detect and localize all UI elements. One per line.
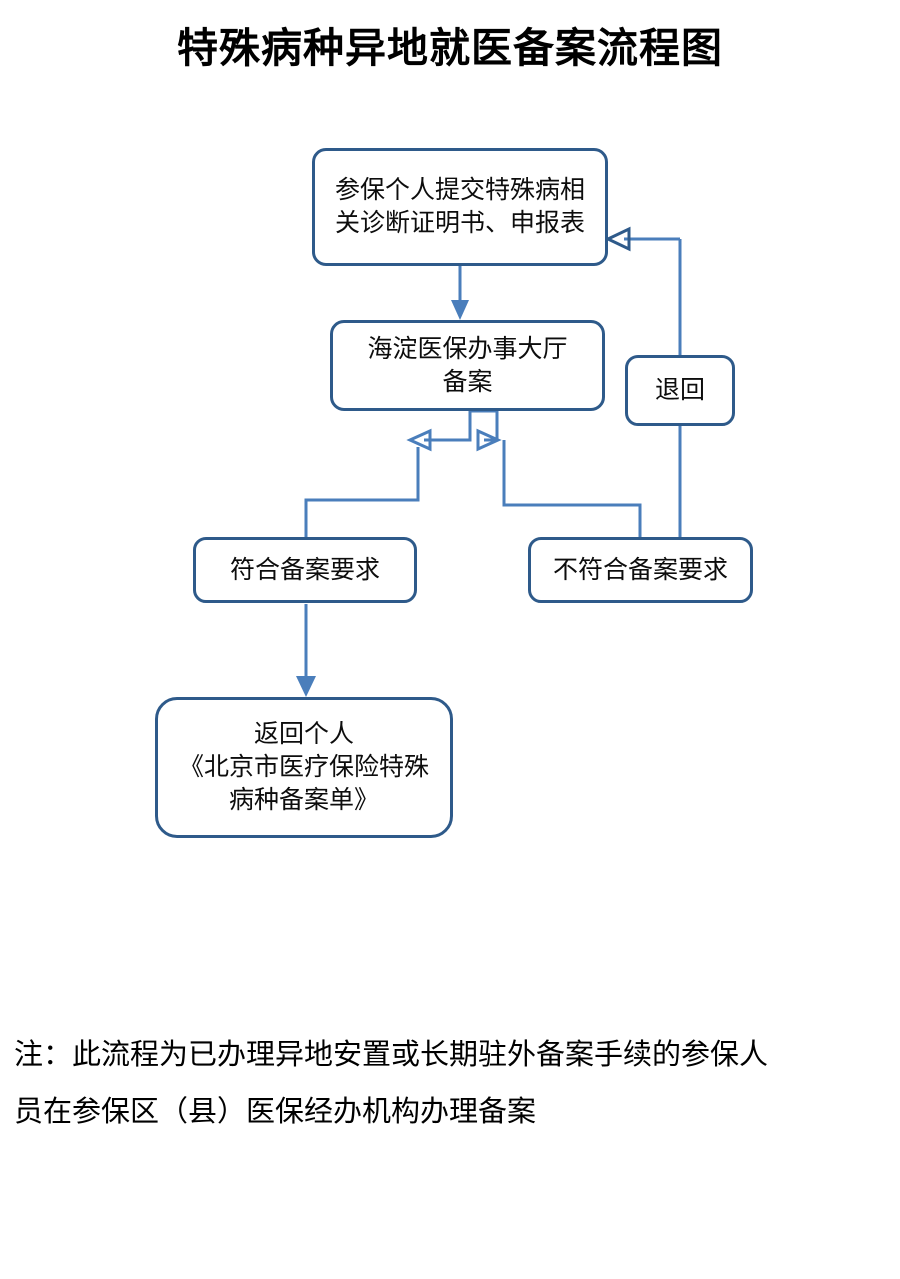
- edge-office-to-unqualify: [470, 409, 642, 537]
- node-office-line-1: 海淀医保办事大厅: [367, 335, 568, 363]
- node-haidian-office-filing[interactable]: 海淀医保办事大厅 备案: [330, 320, 605, 411]
- node-result-line-3: 病种备案单》: [228, 787, 379, 814]
- node-return-filing-form[interactable]: 返回个人 《北京市医疗保险特殊 病种备案单》: [155, 697, 453, 838]
- footnote-line-2: 员在参保区（县）医保经办机构办理备案: [14, 1095, 537, 1128]
- node-meets-requirements[interactable]: 符合备案要求: [193, 537, 417, 603]
- node-meets-requirements-label: 符合备案要求: [229, 556, 380, 584]
- edge-office-to-qualify: [304, 411, 472, 537]
- edge-submit-to-office: [451, 266, 469, 320]
- footnote: 注：此流程为已办理异地安置或长期驻外备案手续的参保人 员在参保区（县）医保经办机…: [14, 1027, 894, 1140]
- footnote-line-1: 注：此流程为已办理异地安置或长期驻外备案手续的参保人: [14, 1039, 769, 1071]
- edge-qualify-to-result: [296, 604, 316, 697]
- node-return-label: 退回: [654, 377, 705, 404]
- node-result-line-1: 返回个人: [253, 721, 354, 748]
- node-result-line-2: 《北京市医疗保险特殊: [178, 754, 429, 781]
- node-office-line-2: 备案: [442, 368, 493, 396]
- node-not-meets-requirements-label: 不符合备案要求: [552, 556, 728, 584]
- node-submit-line-2: 关诊断证明书、申报表: [334, 210, 585, 237]
- node-return[interactable]: 退回: [625, 355, 735, 426]
- node-submit-documents[interactable]: 参保个人提交特殊病相 关诊断证明书、申报表: [312, 148, 608, 266]
- node-submit-line-1: 参保个人提交特殊病相: [334, 177, 585, 204]
- page-title: 特殊病种异地就医备案流程图: [177, 25, 723, 71]
- node-not-meets-requirements[interactable]: 不符合备案要求: [528, 537, 753, 603]
